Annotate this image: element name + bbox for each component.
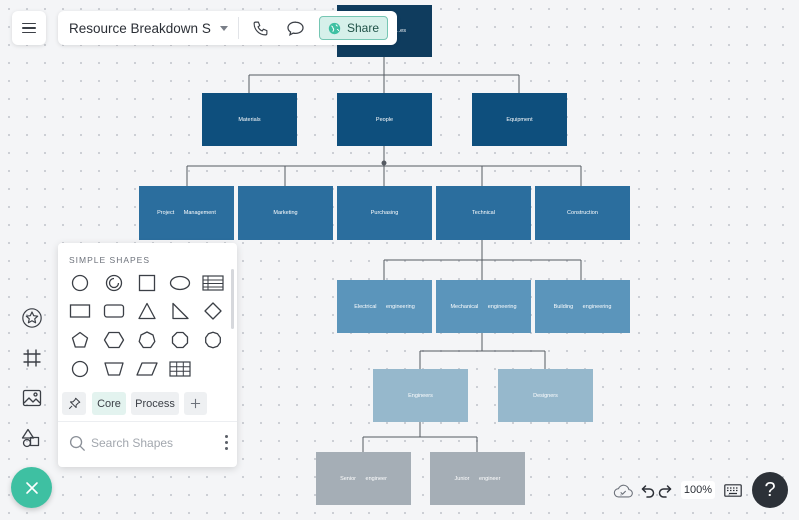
- star-shapes-icon: [22, 308, 42, 328]
- node-equipment[interactable]: Equipment: [472, 93, 567, 146]
- heptagon-shape-icon[interactable]: [135, 330, 159, 350]
- list-shape-icon[interactable]: [201, 273, 225, 293]
- close-panel-button[interactable]: [11, 467, 52, 508]
- undo-icon: [641, 485, 655, 498]
- image-icon: [22, 389, 42, 407]
- table-shape-icon[interactable]: [168, 359, 192, 379]
- node-senior-engineer[interactable]: Senior engineer: [316, 452, 411, 505]
- connector-handle: [381, 160, 387, 166]
- decagon-shape-icon[interactable]: [201, 330, 225, 350]
- document-toolbar: Resource Breakdown S... Share: [58, 11, 397, 45]
- shape-search: [69, 431, 229, 455]
- tab-process[interactable]: Process: [131, 392, 179, 415]
- zoom-level[interactable]: 100%: [681, 481, 715, 499]
- hexagon-shape-icon[interactable]: [102, 330, 126, 350]
- save-status[interactable]: [613, 483, 633, 499]
- share-button[interactable]: Share: [319, 16, 389, 40]
- cloud-saved-icon: [613, 484, 633, 498]
- square-shape-icon[interactable]: [135, 273, 159, 293]
- node-engineers[interactable]: Engineers: [373, 369, 468, 422]
- search-shapes-input[interactable]: [91, 436, 201, 450]
- node-materials[interactable]: Materials: [202, 93, 297, 146]
- plus-icon: [190, 398, 201, 409]
- node-electrical-engineering[interactable]: Electrical engineering: [337, 280, 432, 333]
- undo-button[interactable]: [641, 484, 655, 498]
- right-triangle-shape-icon[interactable]: [168, 301, 192, 321]
- node-project-management[interactable]: Project Management: [139, 186, 234, 240]
- tab-core[interactable]: Core: [92, 392, 126, 415]
- connector-technical: [383, 240, 582, 280]
- pin-icon: [68, 397, 80, 410]
- shapes-library-button[interactable]: [18, 304, 46, 332]
- comments-button[interactable]: [282, 15, 308, 41]
- call-button[interactable]: [247, 15, 273, 41]
- shapes-panel-scrollbar[interactable]: [231, 269, 234, 329]
- ring-shape-icon[interactable]: [102, 273, 126, 293]
- close-icon: [25, 481, 38, 494]
- shapes-panel-title: SIMPLE SHAPES: [69, 255, 151, 265]
- hamburger-icon: [22, 22, 36, 34]
- add-library-button[interactable]: [184, 392, 207, 415]
- document-title[interactable]: Resource Breakdown S...: [69, 20, 211, 36]
- help-button[interactable]: ?: [752, 472, 788, 508]
- circle-shape-icon[interactable]: [68, 273, 92, 293]
- node-junior-engineer[interactable]: Junior engineer: [430, 452, 525, 505]
- node-mechanical-engineering[interactable]: Mechanical engineering: [436, 280, 531, 333]
- frame-icon: [23, 349, 41, 367]
- shapes-panel: SIMPLE SHAPES: [58, 243, 237, 467]
- triangle-shape-icon[interactable]: [135, 301, 159, 321]
- node-technical[interactable]: Technical: [436, 186, 531, 240]
- circle-outline-shape-icon[interactable]: [68, 359, 92, 379]
- node-people[interactable]: People: [337, 93, 432, 146]
- pin-library-button[interactable]: [62, 392, 86, 415]
- main-menu-button[interactable]: [12, 11, 46, 45]
- image-tool-button[interactable]: [18, 384, 46, 412]
- node-construction[interactable]: Construction: [535, 186, 630, 240]
- shape-library-tabs: Core Process: [62, 392, 234, 416]
- pentagon-shape-icon[interactable]: [68, 330, 92, 350]
- keyboard-shortcuts-button[interactable]: [724, 484, 742, 498]
- node-purchasing[interactable]: Purchasing: [337, 186, 432, 240]
- phone-icon: [253, 21, 267, 35]
- share-label: Share: [347, 21, 380, 35]
- octagon-shape-icon[interactable]: [168, 330, 192, 350]
- globe-icon: [328, 22, 341, 34]
- kebab-icon[interactable]: [225, 435, 229, 451]
- frame-tool-button[interactable]: [18, 344, 46, 372]
- ellipse-shape-icon[interactable]: [168, 273, 192, 293]
- node-marketing[interactable]: Marketing: [238, 186, 333, 240]
- shapes-icon: [21, 428, 40, 448]
- rounded-rectangle-shape-icon[interactable]: [102, 301, 126, 321]
- connector-people: [186, 146, 582, 186]
- keyboard-icon: [724, 484, 742, 497]
- redo-button[interactable]: [658, 484, 672, 498]
- node-designers[interactable]: Designers: [498, 369, 593, 422]
- rectangle-shape-icon[interactable]: [68, 301, 92, 321]
- panel-divider: [58, 421, 237, 422]
- chevron-down-icon[interactable]: [220, 25, 228, 31]
- connector-engineers: [362, 422, 478, 452]
- connector-root: [248, 57, 520, 93]
- redo-icon: [658, 485, 672, 498]
- chat-bubble-icon: [286, 21, 304, 36]
- connector-mechanical: [419, 333, 546, 369]
- trapezoid-shape-icon[interactable]: [102, 359, 126, 379]
- search-icon: [69, 435, 86, 451]
- node-building-engineering[interactable]: Building engineering: [535, 280, 630, 333]
- diamond-shape-icon[interactable]: [201, 301, 225, 321]
- toolbar-divider: [238, 17, 239, 39]
- more-shapes-button[interactable]: [18, 424, 46, 452]
- parallelogram-shape-icon[interactable]: [135, 359, 159, 379]
